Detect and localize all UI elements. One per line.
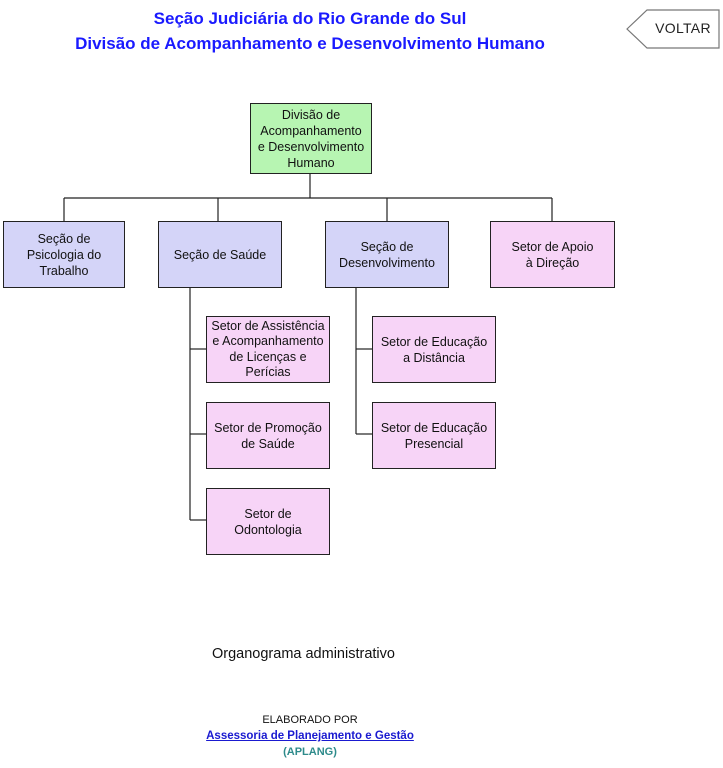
node-promocao-line: de Saúde	[241, 436, 295, 451]
node-psicologia-line: Psicologia do	[26, 247, 102, 262]
node-odontologia-line: Setor de	[244, 506, 292, 521]
node-assistencia-line: de Licenças e	[229, 349, 307, 364]
node-setor-promocao: Setor de Promoção de Saúde	[206, 402, 330, 469]
header-title-line2: Divisão de Acompanhamento e Desenvolvime…	[75, 34, 545, 53]
node-edu-distancia-line: a Distância	[403, 350, 465, 365]
node-divisao-line: Acompanhamento	[260, 123, 362, 138]
node-setor-educacao-distancia: Setor de Educação a Distância	[372, 316, 496, 383]
node-psicologia-line: Trabalho	[39, 263, 89, 278]
node-edu-presencial-line: Presencial	[404, 436, 464, 451]
node-secao-psicologia: Seção de Psicologia do Trabalho	[3, 221, 125, 288]
node-assistencia-line: Perícias	[245, 365, 291, 379]
back-arrow-icon	[626, 9, 720, 49]
node-edu-distancia-line: Setor de Educação	[380, 334, 488, 349]
aplang-abbreviation: (APLANG)	[283, 746, 337, 758]
node-saude-line: Seção de Saúde	[173, 247, 267, 262]
node-odontologia-line: Odontologia	[234, 522, 302, 537]
node-apoio-line: Setor de Apoio	[511, 239, 594, 254]
node-setor-apoio: Setor de Apoio à Direção	[490, 221, 615, 288]
node-desenvolvimento-line: Seção de	[360, 239, 414, 254]
node-setor-assistencia: Setor de Assistência e Acompanhamento de…	[206, 316, 330, 383]
node-secao-saude: Seção de Saúde	[158, 221, 282, 288]
header-title-line1: Seção Judiciária do Rio Grande do Sul	[153, 9, 467, 28]
node-assistencia-line: e Acompanhamento	[212, 334, 324, 348]
back-button-label: VOLTAR	[655, 20, 711, 36]
node-divisao-line: e Desenvolvimento	[257, 139, 365, 154]
node-edu-presencial-line: Setor de Educação	[380, 420, 488, 435]
node-apoio-line: à Direção	[525, 255, 580, 270]
back-button[interactable]: VOLTAR	[626, 9, 721, 49]
chart-caption: Organograma administrativo	[212, 646, 395, 662]
node-divisao-line: Divisão de	[281, 107, 341, 122]
node-divisao-line: Humano	[287, 155, 335, 170]
node-psicologia-line: Seção de	[37, 231, 91, 246]
aplang-link[interactable]: Assessoria de Planejamento e Gestão	[206, 730, 414, 742]
node-setor-odontologia: Setor de Odontologia	[206, 488, 330, 555]
node-desenvolvimento-line: Desenvolvimento	[339, 255, 435, 270]
node-setor-educacao-presencial: Setor de Educação Presencial	[372, 402, 496, 469]
node-promocao-line: Setor de Promoção	[214, 420, 322, 435]
node-divisao: Divisão de Acompanhamento e Desenvolvime…	[250, 103, 372, 174]
node-assistencia-line: Setor de Assistência	[211, 318, 325, 333]
elaborado-por-label: ELABORADO POR	[262, 714, 358, 726]
node-secao-desenvolvimento: Seção de Desenvolvimento	[325, 221, 449, 288]
